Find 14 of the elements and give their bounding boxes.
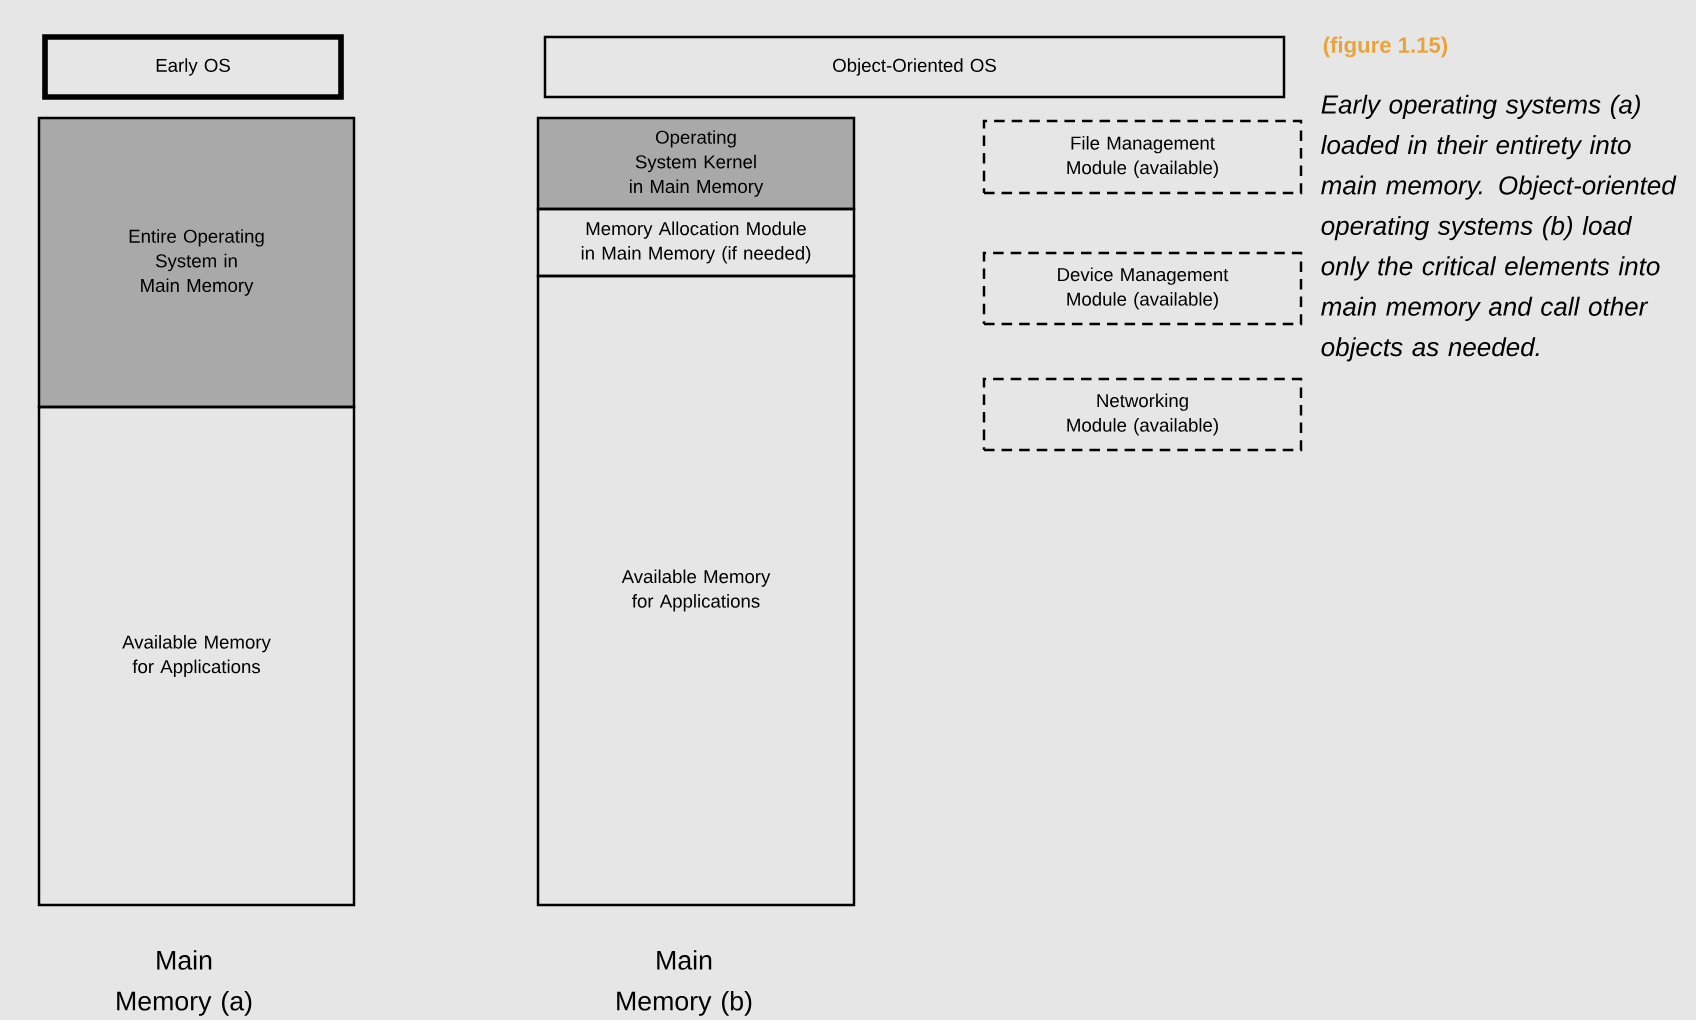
module-box: Device Management Module (available) xyxy=(982,251,1303,326)
memory-section: Available Memory for Applications xyxy=(536,274,856,907)
memory-label: Main Memory (b) xyxy=(617,950,752,1016)
figure-number: (figure 1.15) xyxy=(1323,36,1448,58)
memory-section: Available Memory for Applications xyxy=(37,405,356,907)
memory-section: Memory Allocation Module in Main Memory (if needed) xyxy=(536,207,856,278)
caption-text: Early operating systems (a) loaded in their entirety into main memory. Object-oriented operating systems (b) load only the critical elements into main memory and call other objects as needed. xyxy=(1321,94,1677,362)
memory-section: Operating System Kernel in Main Memory xyxy=(536,116,856,211)
title-box: Object-Oriented OS xyxy=(543,35,1286,99)
memory-section: Entire Operating System in Main Memory xyxy=(37,116,356,409)
module-box: Networking Module (available) xyxy=(982,377,1303,452)
title-box: Early OS xyxy=(42,34,344,100)
memory-label: Main Memory (a) xyxy=(117,950,252,1016)
module-box: File Management Module (available) xyxy=(982,119,1303,195)
